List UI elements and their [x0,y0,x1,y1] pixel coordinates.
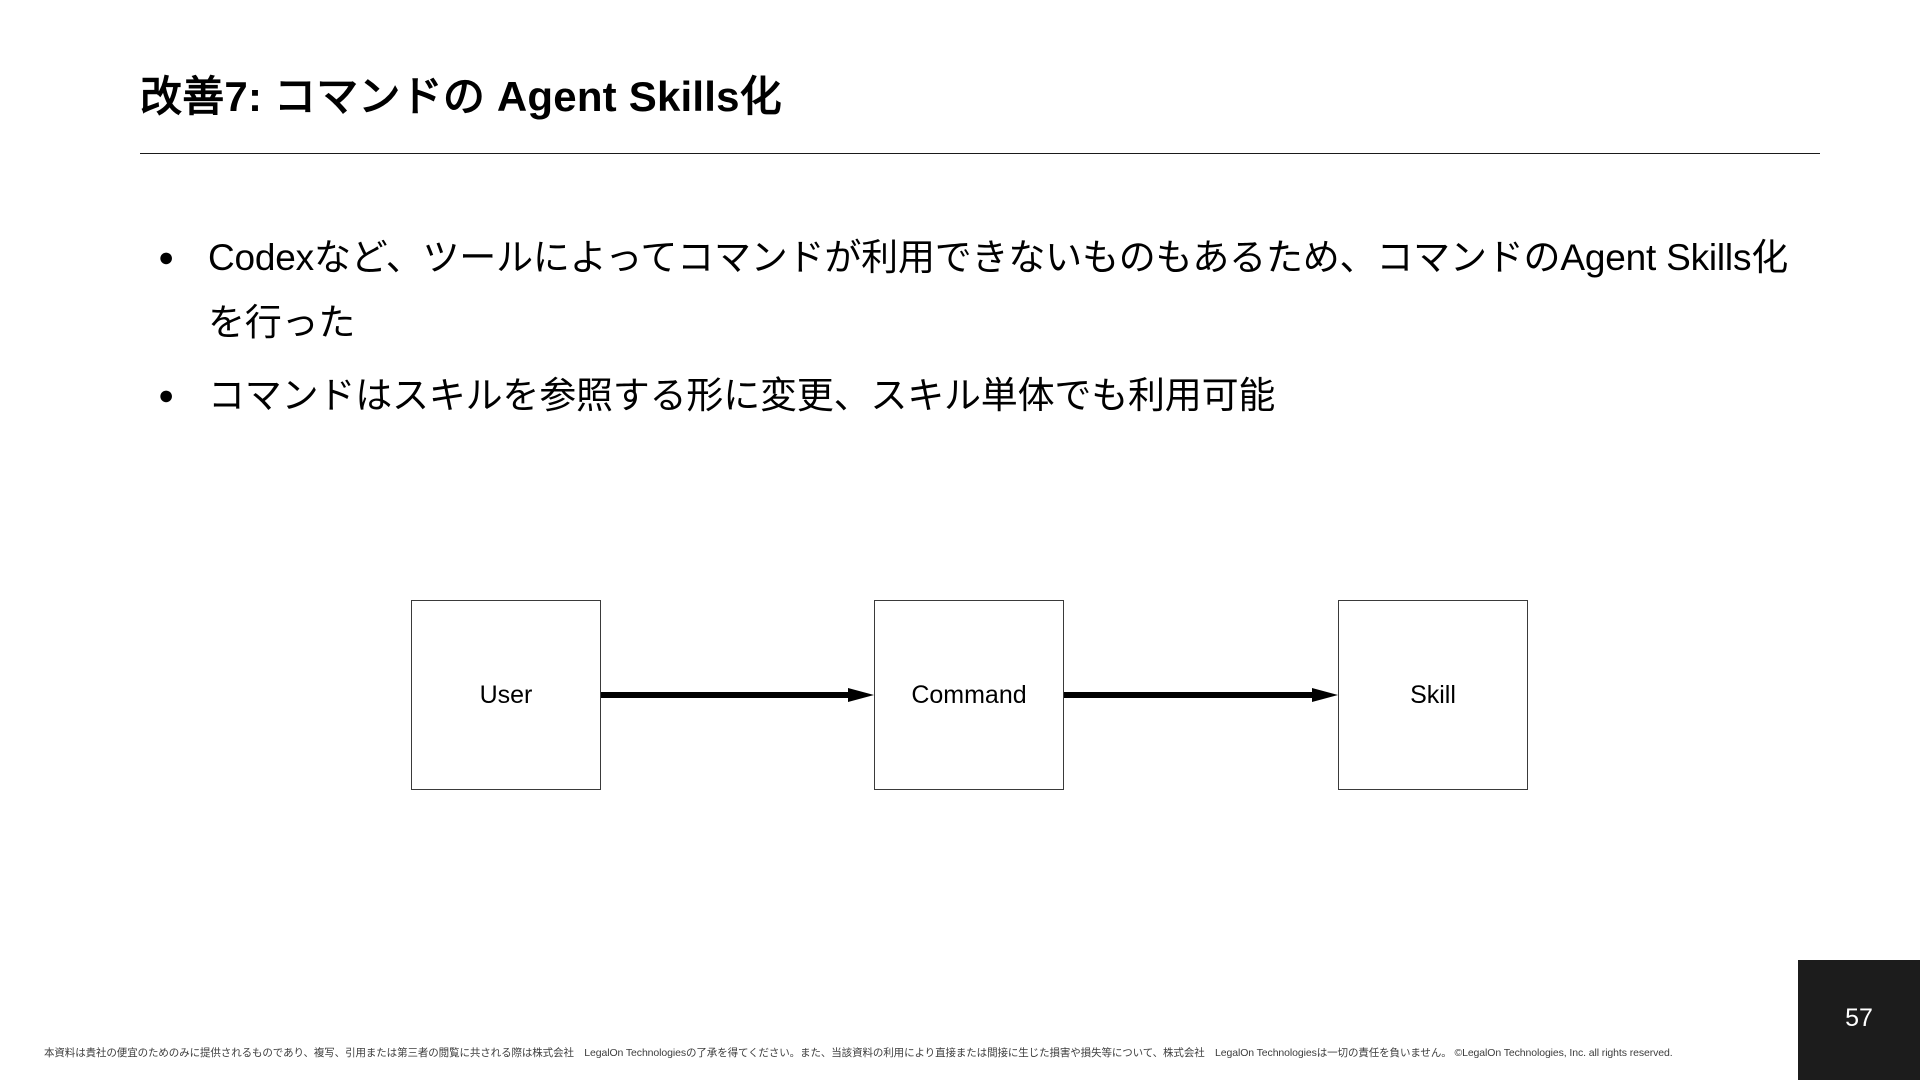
arrow-shaft [1064,692,1314,698]
page-number-backdrop [1798,960,1920,1080]
diagram-node-user: User [411,600,601,790]
bullet-text: コマンドはスキルを参照する形に変更、スキル単体でも利用可能 [208,375,1276,416]
arrow-head [848,688,874,702]
diagram-node-skill: Skill [1338,600,1528,790]
list-item: ● コマンドはスキルを参照する形に変更、スキル単体でも利用可能 [150,363,1790,428]
diagram-node-command: Command [874,600,1064,790]
diagram-node-label: User [479,680,533,709]
title-block: 改善7: コマンドの Agent Skills化 [140,72,1820,122]
page-title: 改善7: コマンドの Agent Skills化 [140,73,782,120]
arrow-command-to-skill-icon [1064,688,1338,702]
footer-legal-text: 本資料は貴社の便宜のためのみに提供されるものであり、複写、引用または第三者の閲覧… [44,1047,1673,1059]
bullet-marker-icon: ● [158,380,175,410]
diagram-node-label: Command [911,680,1027,709]
page-number: 57 [1845,1004,1873,1032]
arrow-shaft [601,692,850,698]
bullet-list: ● Codexなど、ツールによってコマンドが利用できないものもあるため、コマンド… [150,225,1790,436]
arrow-user-to-command-icon [601,688,874,702]
diagram-node-label: Skill [1410,680,1456,709]
arrow-head [1312,688,1338,702]
title-divider [140,153,1820,154]
flow-diagram: User Command Skill [0,600,1920,810]
list-item: ● Codexなど、ツールによってコマンドが利用できないものもあるため、コマンド… [150,225,1790,355]
bullet-marker-icon: ● [158,242,175,272]
bullet-text: Codexなど、ツールによってコマンドが利用できないものもあるため、コマンドのA… [208,237,1789,343]
